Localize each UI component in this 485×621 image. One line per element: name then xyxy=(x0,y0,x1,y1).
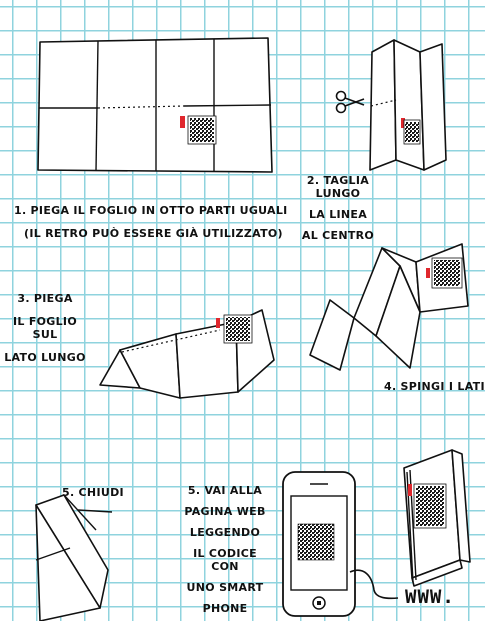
step5b-caption: 5. VAI ALLA PAGINA WEB LEGGENDO IL CODIC… xyxy=(178,484,272,615)
website-label: WWW. xyxy=(405,586,455,608)
step3-caption: 3. PIEGA IL FOGLIO SUL LATO LUNGO xyxy=(2,292,88,364)
step3-line3: LATO LUNGO xyxy=(4,351,86,364)
final-booklet xyxy=(403,449,471,587)
step2-caption: 2. TAGLIA LUNGO LA LINEA AL CENTRO xyxy=(286,174,390,242)
step2-line1: 2. TAGLIA LUNGO xyxy=(306,174,370,200)
red-marker xyxy=(180,116,185,128)
step5b-line4: IL CODICE CON xyxy=(193,547,257,573)
step5a-booklet xyxy=(35,494,113,621)
step5b-line2: PAGINA WEB xyxy=(184,505,266,518)
step1-sheet xyxy=(37,37,273,173)
step4-caption: 4. SPINGI I LATI xyxy=(384,380,485,393)
qr-code-icon xyxy=(187,115,217,145)
step2-sheet xyxy=(369,39,447,171)
step5b-line6: PHONE xyxy=(202,602,248,615)
scissors-icon xyxy=(335,90,365,114)
arrow-icon xyxy=(349,569,399,600)
step1-line2: (IL RETRO PUÒ ESSERE GIÀ UTILIZZATO) xyxy=(24,227,283,240)
step1-line1: 1. PIEGA IL FOGLIO IN OTTO PARTI UGUALI xyxy=(14,204,288,217)
smartphone-icon xyxy=(282,471,356,617)
step1-caption: 1. PIEGA IL FOGLIO IN OTTO PARTI UGUALI … xyxy=(14,204,288,240)
step5b-line5: UNO SMART xyxy=(186,581,264,594)
step3-line1: 3. PIEGA xyxy=(17,292,73,305)
step4-sheet xyxy=(309,243,469,371)
step5b-line3: LEGGENDO xyxy=(189,526,261,539)
step2-line3: AL CENTRO xyxy=(301,229,375,242)
step3-line2: IL FOGLIO SUL xyxy=(13,315,77,341)
step5b-line1: 5. VAI ALLA xyxy=(187,484,263,497)
step5a-caption: 5. CHIUDI xyxy=(62,486,124,499)
step2-line2: LA LINEA xyxy=(308,208,368,221)
step3-sheet xyxy=(99,309,275,399)
